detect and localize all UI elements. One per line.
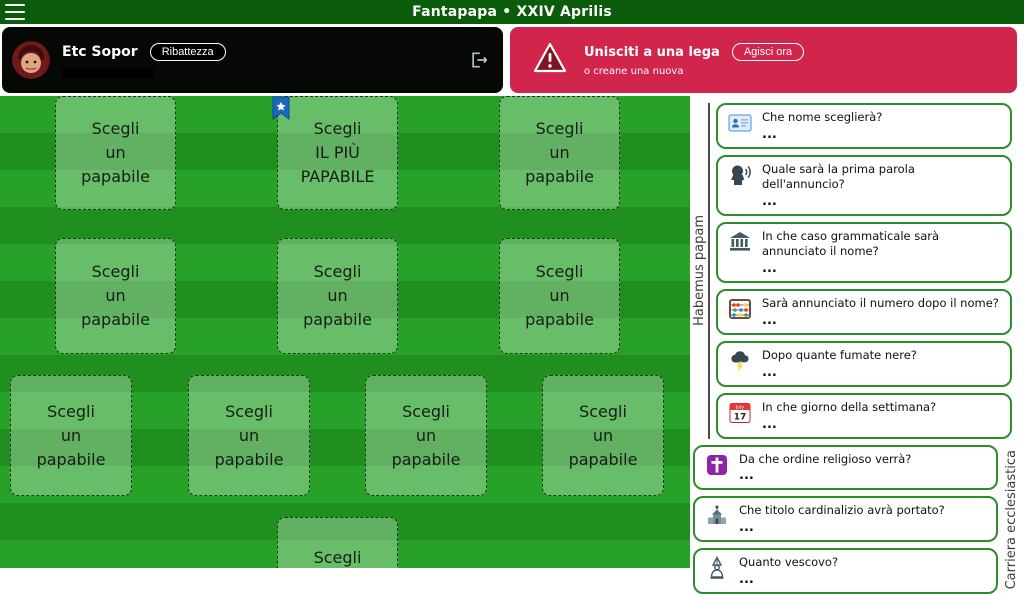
- pitch: Scegli un papabile Scegli IL PIÙ PAPABIL…: [0, 96, 690, 568]
- captain-badge-icon: [271, 96, 291, 120]
- slot-label: Scegli un papabile: [37, 400, 106, 472]
- question-text: Che nome sceglierà?: [762, 110, 882, 125]
- habemus-papam-group: Habemus papam C: [690, 103, 1024, 439]
- section-label-carriera: Carriera ecclesiastica: [1004, 450, 1019, 589]
- question-text: Da che ordine religioso verrà?: [739, 452, 911, 467]
- question-answer: ...: [762, 417, 936, 432]
- question-answer: ...: [762, 261, 1000, 276]
- main: Scegli un papabile Scegli IL PIÙ PAPABIL…: [0, 96, 1024, 568]
- question-text: Sarà annunciato il numero dopo il nome?: [762, 296, 999, 311]
- player-slot-r2c2[interactable]: Scegli un papabile: [277, 238, 398, 354]
- questions-panel: Habemus papam C: [690, 96, 1024, 568]
- player-slot-r2c1[interactable]: Scegli un papabile: [55, 238, 176, 354]
- player-card: Etc Sopor Ribattezza: [2, 27, 503, 93]
- top-bar: Fantapapa • XXIV Aprilis: [0, 0, 1024, 24]
- banner-title: Unisciti a una lega: [584, 45, 720, 60]
- section-label-habemus: Habemus papam: [692, 215, 707, 326]
- question-card-giorno-settimana[interactable]: July 17 In che giorno della settimana? .…: [716, 393, 1012, 439]
- rename-button[interactable]: Ribattezza: [150, 43, 226, 61]
- player-slot-r3c4[interactable]: Scegli un papabile: [542, 375, 664, 496]
- player-slot-r4c1[interactable]: Scegli un papabile: [277, 517, 398, 568]
- logout-icon[interactable]: [469, 50, 489, 70]
- player-slot-r1c1[interactable]: Scegli un papabile: [55, 96, 176, 210]
- slot-label: Scegli un papabile: [215, 400, 284, 472]
- slot-label: Scegli un papabile: [569, 400, 638, 472]
- carriera-ecclesiastica-group: Da che ordine religioso verrà? ...: [690, 445, 1024, 594]
- slot-label: Scegli un papabile: [525, 260, 594, 332]
- question-card-nome[interactable]: Che nome sceglierà? ...: [716, 103, 1012, 149]
- question-text: Quale sarà la prima parola dell'annuncio…: [762, 162, 1000, 192]
- question-text: In che giorno della settimana?: [762, 400, 936, 415]
- question-answer: ...: [762, 365, 917, 380]
- slot-label: Scegli un papabile: [81, 260, 150, 332]
- question-text: Quanto vescovo?: [739, 555, 838, 570]
- slot-label: Scegli un papabile: [525, 117, 594, 189]
- question-card-caso-grammaticale[interactable]: In che caso grammaticale sarà annunciato…: [716, 222, 1012, 283]
- slot-label: Scegli un papabile: [81, 117, 150, 189]
- question-card-prima-parola[interactable]: Quale sarà la prima parola dell'annuncio…: [716, 155, 1012, 216]
- svg-text:17: 17: [734, 412, 747, 422]
- question-text: In che caso grammaticale sarà annunciato…: [762, 229, 1000, 259]
- menu-icon[interactable]: [5, 4, 25, 20]
- player-slot-r3c2[interactable]: Scegli un papabile: [188, 375, 310, 496]
- league-banner[interactable]: Unisciti a una lega Agisci ora o creane …: [510, 27, 1017, 93]
- slot-label: Scegli un papabile: [303, 546, 372, 568]
- question-text: Dopo quante fumate nere?: [762, 348, 917, 363]
- abacus-icon: [728, 297, 752, 321]
- question-answer: ...: [762, 194, 1000, 209]
- question-answer: ...: [739, 468, 911, 483]
- player-name: Etc Sopor: [62, 44, 138, 60]
- storm-cloud-icon: [728, 349, 752, 373]
- church-icon: [705, 504, 729, 528]
- question-card-ordine-religioso[interactable]: Da che ordine religioso verrà? ...: [693, 445, 998, 491]
- redacted-text: [62, 68, 154, 78]
- app-title: Fantapapa • XXIV Aprilis: [0, 4, 1024, 20]
- player-slot-r1c3[interactable]: Scegli un papabile: [499, 96, 620, 210]
- bank-icon: [728, 230, 752, 254]
- question-answer: ...: [739, 520, 945, 535]
- header-row: Etc Sopor Ribattezza Unisciti a una lega…: [2, 27, 1017, 93]
- banner-subtitle: o creane una nuova: [584, 66, 804, 77]
- svg-text:July: July: [735, 404, 745, 410]
- banner-cta-button[interactable]: Agisci ora: [732, 43, 804, 61]
- player-slot-r3c3[interactable]: Scegli un papabile: [365, 375, 487, 496]
- question-card-quanto-vescovo[interactable]: Quanto vescovo? ...: [693, 548, 998, 594]
- warning-icon: [532, 41, 568, 79]
- question-answer: ...: [739, 572, 838, 587]
- question-text: Che titolo cardinalizio avrà portato?: [739, 503, 945, 518]
- captain-slot[interactable]: Scegli IL PIÙ PAPABILE: [277, 96, 398, 210]
- question-card-titolo-cardinalizio[interactable]: Che titolo cardinalizio avrà portato? ..…: [693, 496, 998, 542]
- avatar: [12, 41, 50, 79]
- question-answer: ...: [762, 127, 882, 142]
- id-card-icon: [728, 111, 752, 135]
- player-slot-r2c3[interactable]: Scegli un papabile: [499, 238, 620, 354]
- bishop-icon: [705, 556, 729, 580]
- question-card-numero[interactable]: Sarà annunciato il numero dopo il nome? …: [716, 289, 1012, 335]
- slot-label: Scegli un papabile: [392, 400, 461, 472]
- latin-cross-icon: [705, 453, 729, 477]
- question-card-fumate-nere[interactable]: Dopo quante fumate nere? ...: [716, 341, 1012, 387]
- question-answer: ...: [762, 313, 999, 328]
- captain-slot-label: Scegli IL PIÙ PAPABILE: [301, 117, 375, 189]
- player-slot-r3c1[interactable]: Scegli un papabile: [10, 375, 132, 496]
- slot-label: Scegli un papabile: [303, 260, 372, 332]
- speaking-head-icon: [728, 163, 752, 187]
- calendar-icon: July 17: [728, 401, 752, 425]
